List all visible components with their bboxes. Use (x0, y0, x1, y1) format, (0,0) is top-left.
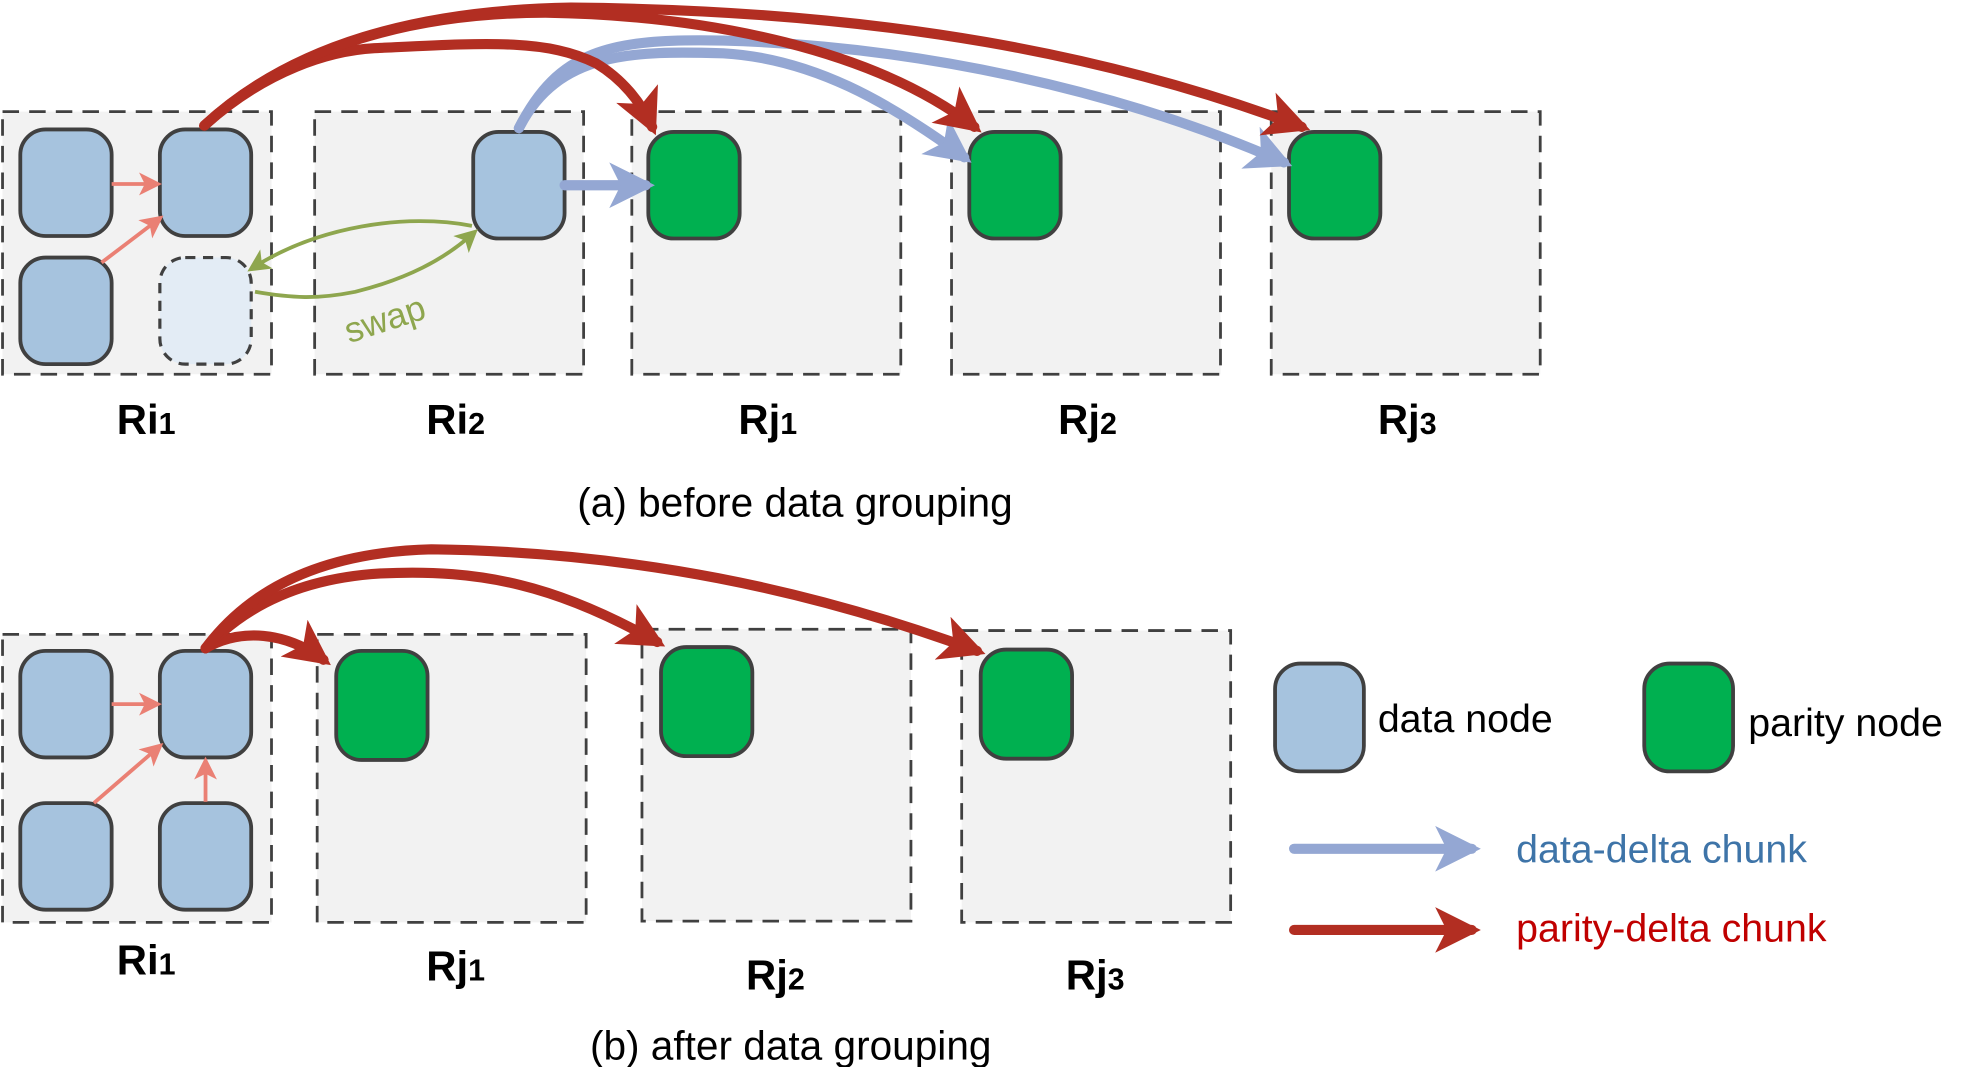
legend-data-node-label: data node (1378, 697, 1553, 741)
rack-rj1-a (630, 110, 903, 376)
legend-data-delta-label: data-delta chunk (1516, 828, 1807, 872)
parity-node (659, 645, 755, 759)
rack-label: Rj3 (1378, 396, 1437, 443)
panel-a: swap Ri1 Ri2 Rj1 Rj2 Rj3 (a) before data… (1, 2, 1542, 525)
data-node (18, 255, 114, 367)
parity-delta-arrow (200, 567, 666, 654)
parity-node (1287, 130, 1383, 241)
legend-parity-delta-label: parity-delta chunk (1516, 906, 1827, 950)
rack-label: Ri2 (426, 396, 485, 443)
legend-data-node-swatch (1273, 661, 1366, 774)
parity-node (967, 130, 1063, 241)
rack-label: Rj1 (738, 396, 797, 443)
data-node (471, 130, 567, 241)
local-arrow (92, 743, 164, 805)
empty-slot (158, 255, 253, 366)
data-node (157, 127, 254, 238)
parity-delta-arrow (199, 2, 1311, 136)
swap-arrow (247, 219, 473, 272)
data-node (18, 801, 114, 912)
parity-delta-arrow (200, 544, 986, 660)
data-node (18, 127, 114, 238)
parity-node (646, 130, 742, 241)
data-delta-arrow (513, 47, 972, 163)
parity-node (334, 648, 430, 762)
data-node (157, 801, 254, 912)
caption-b: (b) after data grouping (590, 1022, 992, 1067)
swap-arrow (254, 229, 478, 299)
rack-label: Rj3 (1066, 952, 1125, 999)
data-node (157, 648, 254, 760)
parity-node (978, 647, 1074, 761)
rack-label: Ri1 (117, 936, 176, 983)
legend-parity-node-label: parity node (1748, 701, 1943, 745)
rack-label: Rj2 (1058, 396, 1117, 443)
caption-a: (a) before data grouping (577, 479, 1012, 525)
legend-parity-node-swatch (1642, 661, 1735, 774)
legend: data node parity node data-delta chunk p… (1273, 661, 1943, 953)
local-arrow (100, 215, 164, 265)
rack-label: Ri1 (117, 396, 176, 443)
rack-label: Rj2 (746, 952, 805, 999)
rack-label: Rj1 (426, 943, 485, 990)
data-node (18, 648, 114, 760)
panel-b: Ri1 Rj1 Rj2 Rj3 (b) after data grouping (1, 544, 1233, 1067)
